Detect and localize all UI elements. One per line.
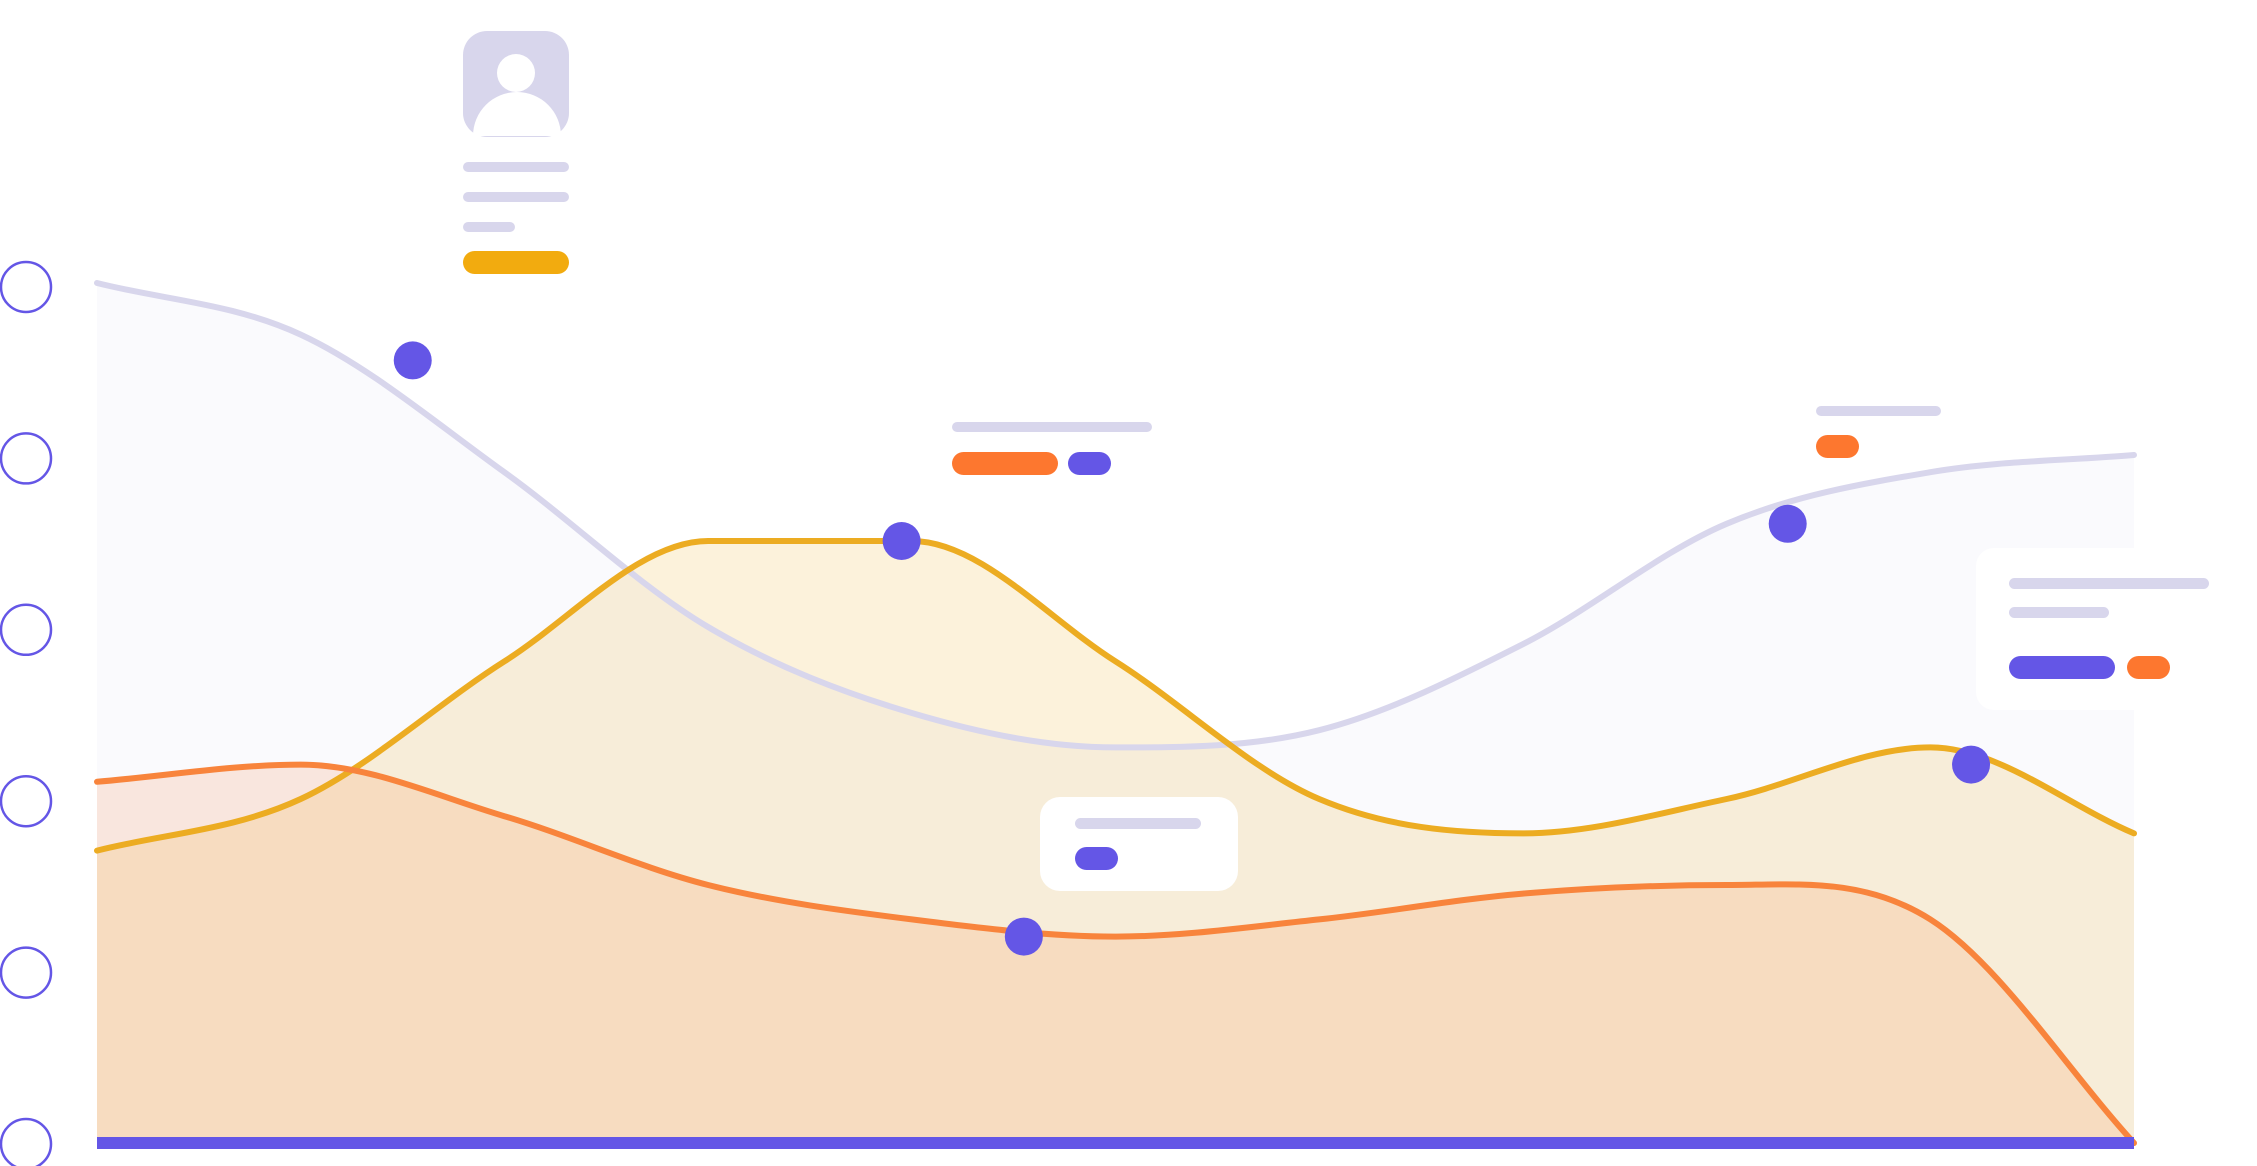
series-lines (94, 280, 2137, 1146)
card-badge-orange (952, 452, 1058, 475)
card-panel (1040, 797, 1238, 891)
data-point-marker-1-0 (882, 522, 921, 560)
data-point-marker-2-0 (1004, 917, 1043, 956)
card-line-1 (2009, 578, 2209, 589)
card-panel (1976, 548, 2257, 710)
card-badge-orange (2127, 656, 2170, 679)
circle-outline-icon (0, 432, 53, 485)
profile-line-2 (463, 192, 569, 202)
card-badge-violet (2009, 656, 2115, 679)
card-line (1816, 406, 1941, 416)
series-line-2 (94, 761, 2137, 1146)
data-point-marker-0-0 (393, 341, 432, 380)
circle-outline-icon (0, 603, 53, 657)
placeholder-card-top-right (1816, 406, 1941, 458)
card-line (952, 422, 1152, 432)
series-area-2 (97, 764, 2134, 1143)
placeholder-card-top-middle (952, 422, 1152, 475)
y-axis-markers (0, 260, 53, 1166)
circle-outline-icon (0, 1117, 53, 1166)
data-point-marker-0-1 (1768, 504, 1807, 543)
profile-action-button (463, 251, 569, 274)
card-line (1075, 818, 1201, 829)
card-badge-orange (1816, 435, 1859, 458)
profile-line-1 (463, 162, 569, 172)
data-point-markers (393, 341, 1991, 956)
avatar-head (497, 54, 535, 92)
placeholder-card-bottom-middle (1040, 797, 1238, 891)
placeholder-card-right (1976, 548, 2257, 710)
circle-outline-icon (0, 946, 53, 999)
data-point-marker-1-1 (1952, 745, 1991, 784)
circle-outline-icon (0, 774, 53, 828)
series-line-0 (94, 280, 2137, 751)
avatar-body (473, 92, 561, 136)
circle-outline-icon (0, 260, 53, 314)
series-line-1 (94, 537, 2137, 854)
profile-card (463, 31, 569, 274)
profile-line-3 (463, 222, 515, 232)
card-line-2 (2009, 607, 2109, 618)
card-badge-violet (1075, 847, 1118, 870)
series-area-0 (97, 283, 2134, 1143)
card-badge-violet (1068, 452, 1111, 475)
